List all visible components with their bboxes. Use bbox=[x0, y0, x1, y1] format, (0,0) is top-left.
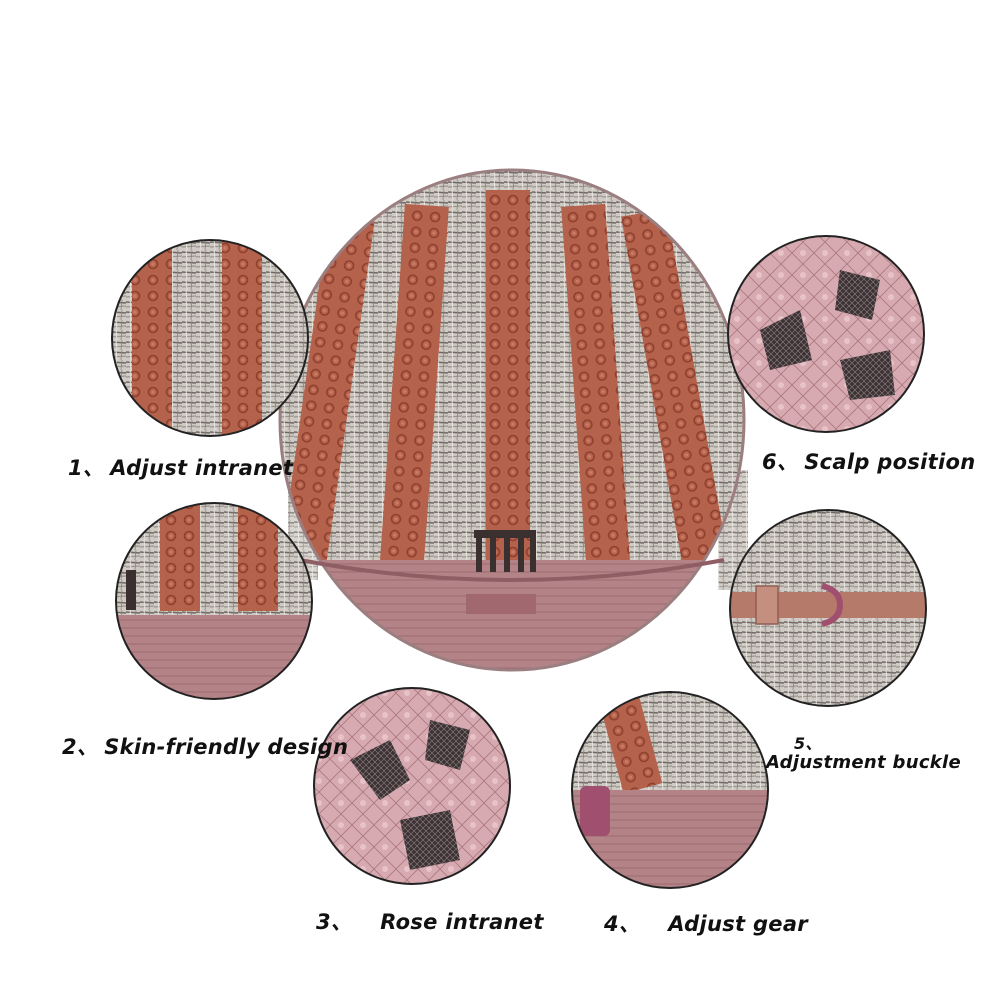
label-number: 1、 bbox=[68, 456, 105, 480]
label-adjustment-buckle-number: 5、 bbox=[794, 734, 822, 753]
detail-circle-adjustment-buckle bbox=[729, 509, 927, 707]
label-adjust-intranet: 1、Adjust intranet bbox=[68, 452, 293, 482]
detail-circle-adjust-gear bbox=[571, 691, 769, 889]
wig-cap bbox=[278, 168, 746, 672]
label-text: Scalp position bbox=[804, 450, 976, 474]
label-number: 2、 bbox=[62, 735, 99, 759]
label-scalp-position: 6、Scalp position bbox=[762, 446, 975, 476]
label-number: 4、 bbox=[604, 912, 641, 936]
label-number: 3、 bbox=[316, 910, 353, 934]
detail-circle-scalp-position bbox=[727, 235, 925, 433]
label-adjust-gear: 4、 Adjust gear bbox=[604, 908, 808, 938]
label-text: Adjust intranet bbox=[110, 456, 294, 480]
detail-circle-adjust-intranet bbox=[111, 239, 309, 437]
detail-circle-rose-intranet bbox=[313, 687, 511, 885]
label-text: Skin-friendly design bbox=[104, 735, 349, 759]
label-skin-friendly-design: 2、Skin-friendly design bbox=[62, 731, 348, 761]
wig-comb-icon bbox=[474, 530, 536, 572]
label-text: Adjust gear bbox=[668, 912, 808, 936]
label-number: 6、 bbox=[762, 450, 799, 474]
label-adjustment-buckle: Adjustment buckle bbox=[766, 752, 962, 773]
detail-circle-skin-friendly bbox=[115, 502, 313, 700]
label-text: Rose intranet bbox=[380, 910, 544, 934]
label-rose-intranet: 3、 Rose intranet bbox=[316, 906, 544, 936]
